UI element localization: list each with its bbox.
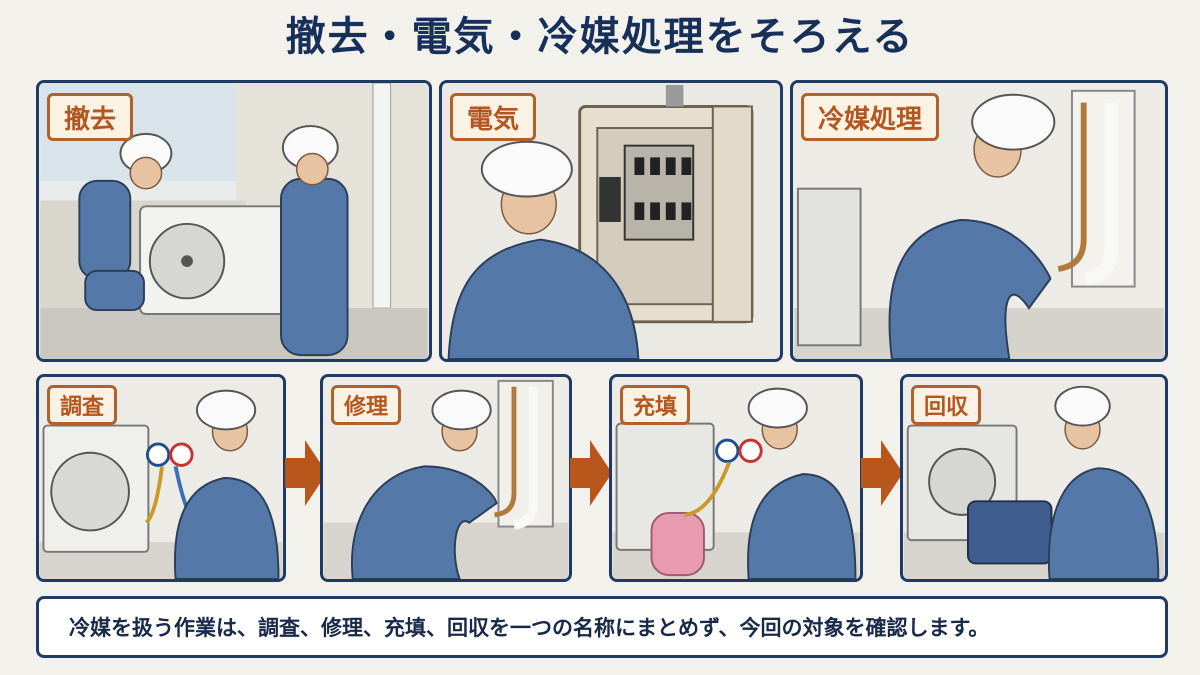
panel-refrigerant: 冷媒処理: [790, 80, 1168, 362]
refrigerant-label: 冷媒処理: [801, 93, 940, 141]
arrow-icon: [285, 440, 327, 506]
recovery-illustration: [903, 377, 1165, 579]
caption-box: 冷媒を扱う作業は、調査、修理、充填、回収を一つの名称にまとめず、今回の対象を確認…: [36, 596, 1168, 658]
arrow-icon: [861, 440, 903, 506]
page-title: 撤去・電気・冷媒処理をそろえる: [285, 14, 915, 60]
recovery-label: 回収: [911, 385, 982, 425]
inspection-label: 調査: [47, 385, 118, 425]
panel-repair: 修理: [320, 374, 572, 582]
panel-electrical: 電気: [439, 80, 783, 362]
electrical-label: 電気: [450, 93, 537, 141]
charging-label: 充填: [620, 385, 691, 425]
panel-inspection: 調査: [36, 374, 286, 582]
repair-label: 修理: [331, 385, 402, 425]
repair-illustration: [323, 377, 569, 579]
caption-text: 冷媒を扱う作業は、調査、修理、充填、回収を一つの名称にまとめず、今回の対象を確認…: [69, 616, 990, 640]
panel-removal: 撤去: [36, 80, 432, 362]
charging-illustration: [612, 377, 860, 579]
panel-recovery: 回収: [900, 374, 1168, 582]
inspection-illustration: [39, 377, 283, 579]
refrigerant-illustration: [794, 83, 1164, 359]
removal-label: 撤去: [47, 93, 134, 141]
removal-illustration: [40, 83, 428, 359]
arrow-icon: [570, 440, 612, 506]
panel-charging: 充填: [609, 374, 863, 582]
